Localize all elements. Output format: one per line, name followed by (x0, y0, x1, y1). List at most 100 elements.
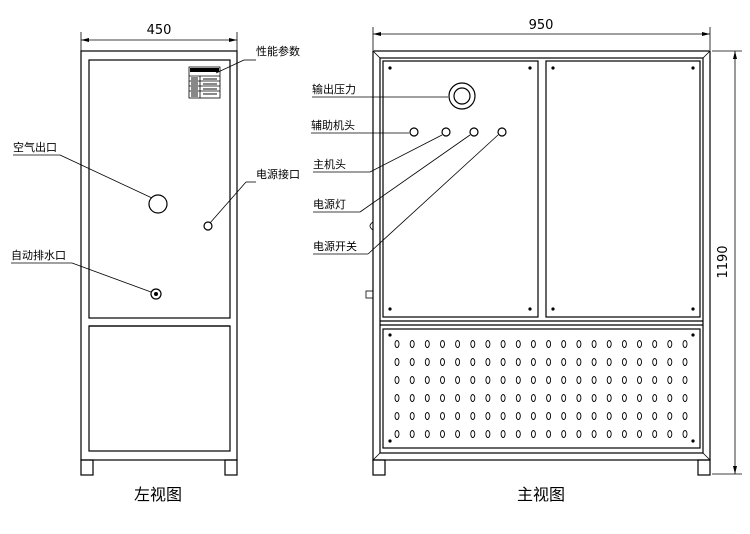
front-left-foot (372, 459, 386, 476)
vent-slot (455, 412, 461, 420)
vent-slot (546, 412, 552, 420)
vent-slot (424, 376, 430, 384)
vent-panel (382, 328, 701, 449)
label-air-outlet: 空气出口 (13, 140, 57, 154)
vent-slot (546, 394, 552, 402)
vent-slot (500, 394, 506, 402)
vent-slot (394, 340, 400, 348)
label-main-head: 主机头 (313, 157, 346, 171)
auto-drain-port (150, 288, 162, 300)
vent-slot (667, 376, 673, 384)
vent-slot (470, 394, 476, 402)
main-head-indicator-2 (469, 127, 479, 137)
front-left-door (382, 60, 539, 318)
callout-aux-head: 辅助机头 (311, 118, 409, 134)
vent-slot (515, 430, 521, 438)
vent-slot (576, 412, 582, 420)
front-view-caption: 主视图 (517, 485, 565, 504)
front-frame-inner (379, 57, 704, 454)
vent-slot (485, 376, 491, 384)
vent-slot (500, 340, 506, 348)
vent-slot (667, 412, 673, 420)
vent-slot (455, 430, 461, 438)
vent-slot (455, 376, 461, 384)
callout-air-outlet: 空气出口 (13, 140, 153, 199)
front-width-value: 950 (529, 18, 554, 33)
vent-slot (470, 430, 476, 438)
vent-slot (424, 430, 430, 438)
vent-slot (606, 430, 612, 438)
label-power-port: 电源接口 (256, 167, 300, 181)
vent-slot (440, 430, 445, 438)
vent-slot (530, 394, 536, 402)
side-fitting (365, 290, 374, 299)
vent-slot (606, 376, 612, 384)
vent-slot (637, 358, 642, 366)
power-port (203, 221, 213, 231)
front-view: 950 1190 (311, 18, 742, 504)
vent-slot (652, 412, 658, 420)
vent-slot (500, 430, 506, 438)
vent-slot (546, 376, 552, 384)
callout-main-head: 主机头 (313, 134, 443, 173)
vent-slot (409, 376, 415, 384)
vent-slot (682, 412, 688, 420)
vent-slot (424, 412, 430, 420)
vent-slot (682, 394, 688, 402)
vent-slot (424, 340, 430, 348)
aux-head-indicator (409, 127, 419, 137)
callout-performance-params: 性能参数 (215, 44, 300, 74)
vent-slot (394, 358, 400, 366)
vent-slot (561, 358, 567, 366)
vent-slot (606, 340, 612, 348)
label-performance-params: 性能参数 (256, 44, 300, 58)
vent-slot (515, 394, 521, 402)
vent-slot (455, 394, 461, 402)
vent-slot (682, 340, 688, 348)
vent-slot (394, 412, 400, 420)
vent-slot (440, 340, 445, 348)
label-power-switch: 电源开关 (313, 239, 357, 253)
vent-slot (394, 376, 400, 384)
vent-slot (440, 358, 445, 366)
callout-power-light: 电源灯 (313, 134, 471, 213)
air-outlet-port (148, 194, 168, 214)
left-view: 450 性能参数 (11, 23, 300, 504)
label-output-pressure: 输出压力 (312, 82, 356, 96)
front-height-dimension: 1190 (712, 50, 742, 475)
vent-slot (546, 340, 552, 348)
vent-slot (576, 394, 582, 402)
vent-slot (485, 430, 491, 438)
vent-slot (621, 340, 627, 348)
vent-slot (652, 358, 658, 366)
left-foot (80, 459, 94, 476)
label-aux-head: 辅助机头 (311, 118, 355, 132)
left-width-dimension: 450 (80, 23, 238, 52)
vent-slot (637, 340, 642, 348)
vent-slot (637, 376, 642, 384)
vent-slot (424, 358, 430, 366)
vent-slot-grid (394, 340, 688, 438)
callout-power-switch: 电源开关 (313, 134, 499, 255)
front-width-dimension: 950 (372, 18, 711, 50)
vent-slot (667, 430, 673, 438)
vent-slot (515, 376, 521, 384)
vent-slot (546, 358, 552, 366)
vent-slot (485, 340, 491, 348)
vent-slot (621, 394, 627, 402)
callout-auto-drain: 自动排水口 (11, 248, 152, 293)
vent-slot (606, 394, 612, 402)
vent-slot (394, 430, 400, 438)
vent-slot (606, 412, 612, 420)
vent-slot (576, 376, 582, 384)
vent-slot (409, 340, 415, 348)
vent-slot (637, 394, 642, 402)
vent-slot (500, 376, 506, 384)
vent-slot (682, 430, 688, 438)
vent-slot (470, 376, 476, 384)
main-head-indicator-1 (441, 127, 451, 137)
vent-slot (637, 430, 642, 438)
nameplate (188, 66, 221, 99)
